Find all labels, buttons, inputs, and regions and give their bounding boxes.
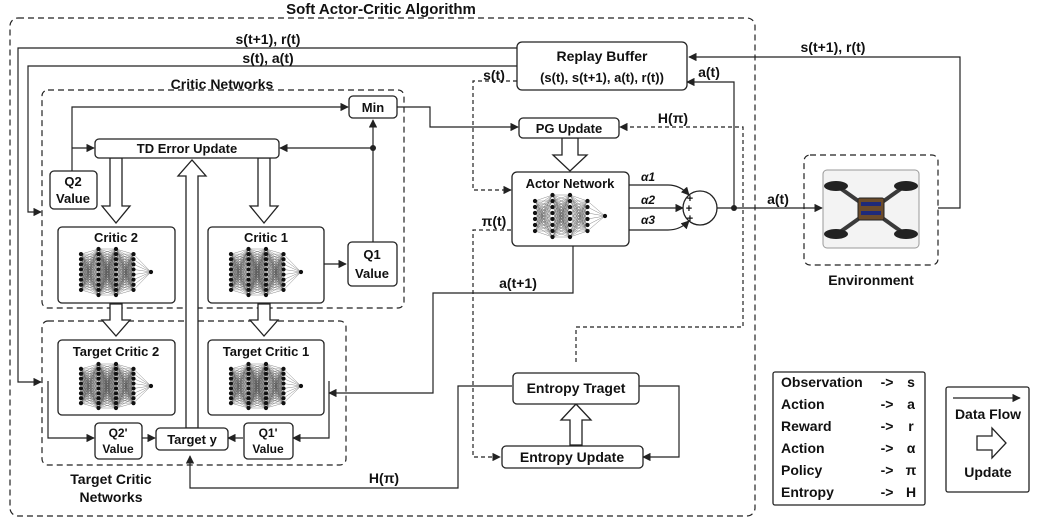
entropy-target-label: Entropy Traget <box>527 380 626 396</box>
drone-icon <box>823 170 919 248</box>
label-alpha1: α1 <box>641 170 655 184</box>
legend-symbol: a <box>907 396 915 412</box>
legend-term: Observation <box>781 374 863 390</box>
sum-plus-3: + <box>687 213 693 225</box>
q1-label: Q1 <box>363 247 380 262</box>
actor-network-label: Actor Network <box>526 176 616 191</box>
update-arrow-ty-td <box>178 160 206 428</box>
label-at1: a(t+1) <box>499 275 537 291</box>
label-pi: π(t) <box>482 213 507 229</box>
wire-min-pg <box>397 107 518 127</box>
target-critic-label-2: Networks <box>79 489 142 505</box>
legend-symbol: π <box>906 462 917 478</box>
legend-arrow: -> <box>881 440 894 456</box>
replay-buffer-title: Replay Buffer <box>556 48 648 64</box>
update-arrow-td-c1 <box>250 158 278 223</box>
wire-at-replay <box>687 82 734 208</box>
label-alpha3: α3 <box>641 213 655 227</box>
q2p-value-label: Value <box>102 442 134 456</box>
label-at-top: a(t) <box>698 64 720 80</box>
label-st1rt-left: s(t+1), r(t) <box>236 31 301 47</box>
target-y-label: Target y <box>167 432 217 447</box>
q1p-label: Q1' <box>259 426 278 440</box>
critic-networks-label: Critic Networks <box>171 76 274 92</box>
environment-label: Environment <box>828 272 914 288</box>
legend-term: Action <box>781 440 825 456</box>
label-stat-left: s(t), a(t) <box>242 50 293 66</box>
legend-symbol: H <box>906 484 916 500</box>
min-label: Min <box>362 100 384 115</box>
legend-arrow: -> <box>881 374 894 390</box>
legend-symbol: α <box>907 440 916 456</box>
label-hpi-bottom: H(π) <box>369 470 399 486</box>
pg-update-label: PG Update <box>536 121 602 136</box>
legend-term: Action <box>781 396 825 412</box>
label-st1rt-right: s(t+1), r(t) <box>801 39 866 55</box>
wire-pi <box>473 230 511 457</box>
wire-st-actor <box>473 81 517 190</box>
flow-legend-update: Update <box>964 464 1012 480</box>
target-critic1-label: Target Critic 1 <box>223 344 309 359</box>
critic1-label: Critic 1 <box>244 230 288 245</box>
q1-value-label: Value <box>355 266 389 281</box>
td-error-label: TD Error Update <box>137 141 237 156</box>
label-at-env: a(t) <box>767 191 789 207</box>
label-st: s(t) <box>483 67 505 83</box>
replay-buffer-contents: (s(t), s(t+1), a(t), r(t)) <box>540 70 664 85</box>
target-critic-label-1: Target Critic <box>70 471 152 487</box>
entropy-update-label: Entropy Update <box>520 449 624 465</box>
q2-label: Q2 <box>64 174 81 189</box>
target-critic2-label: Target Critic 2 <box>73 344 159 359</box>
flow-legend-data-flow: Data Flow <box>955 406 1021 422</box>
legend-arrow: -> <box>881 462 894 478</box>
legend-arrow: -> <box>881 418 894 434</box>
legend-arrow: -> <box>881 396 894 412</box>
q1p-value-label: Value <box>252 442 284 456</box>
q2-value-label: Value <box>56 191 90 206</box>
legend-symbol: s <box>907 374 915 390</box>
q2p-label: Q2' <box>109 426 128 440</box>
legend-term: Entropy <box>781 484 834 500</box>
legend-symbol: r <box>908 418 914 434</box>
wire-alpha3 <box>629 221 689 230</box>
label-hpi-top: H(π) <box>658 110 688 126</box>
legend-term: Policy <box>781 462 822 478</box>
label-alpha2: α2 <box>641 193 655 207</box>
update-arrow-eu-et <box>561 404 591 445</box>
diagram-title: Soft Actor-Critic Algorithm <box>286 1 476 18</box>
critic2-label: Critic 2 <box>94 230 138 245</box>
update-arrow-pg-actor <box>553 138 587 171</box>
wire-entropy-loop <box>639 386 679 457</box>
update-arrow-td-c2 <box>102 158 130 223</box>
wire-alpha1 <box>629 185 689 195</box>
legend-term: Reward <box>781 418 832 434</box>
junction-at <box>731 205 737 211</box>
junction-td <box>370 145 376 151</box>
update-arrow-c2-tc2 <box>102 304 130 336</box>
legend-arrow: -> <box>881 484 894 500</box>
update-arrow-c1-tc1 <box>250 304 278 336</box>
